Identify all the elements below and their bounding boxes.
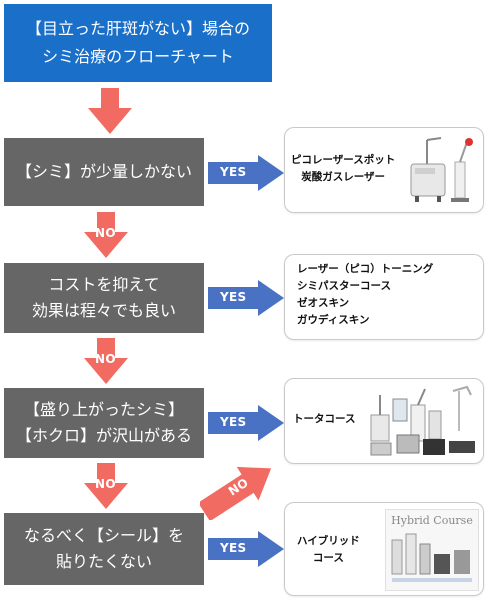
hybrid-course-brochure-image: Hybrid Course bbox=[385, 509, 479, 591]
yes-label-3: YES bbox=[220, 415, 247, 429]
machines-group-image bbox=[370, 385, 475, 456]
title-line-1: 【目立った肝斑がない】場合の bbox=[25, 19, 250, 38]
question-1-line-1: 【シミ】が少量しかない bbox=[15, 162, 192, 181]
question-2-line-2: 効果は程々でも良い bbox=[31, 301, 176, 320]
result-3-line-1: トータコース bbox=[293, 413, 356, 425]
question-2-line-1: コストを抑えて bbox=[48, 275, 160, 294]
question-box-1: 【シミ】が少量しかない bbox=[4, 138, 204, 206]
no-label-3: NO bbox=[95, 477, 116, 491]
yes-label-4: YES bbox=[220, 541, 247, 555]
question-4-line-1: なるべく【シール】を bbox=[23, 526, 184, 545]
flowchart-title: 【目立った肝斑がない】場合の シミ治療のフローチャート bbox=[4, 4, 272, 82]
no-label-2: NO bbox=[95, 352, 116, 366]
question-4-line-2: 貼りたくない bbox=[55, 552, 152, 571]
result-card-1: ピコレーザースポット 炭酸ガスレーザー bbox=[284, 127, 484, 213]
question-box-3: 【盛り上がったシミ】 【ホクロ】が沢山がある bbox=[4, 388, 204, 458]
result-1-line-1: ピコレーザースポット bbox=[291, 154, 396, 166]
title-line-2: シミ治療のフローチャート bbox=[42, 47, 234, 66]
result-card-2: レーザー（ピコ）トーニング シミパスターコース ゼオスキン ガウディスキン bbox=[284, 254, 484, 340]
yes-arrow-3 bbox=[208, 405, 284, 441]
no-arrow-3 bbox=[84, 463, 128, 509]
result-2-line-1: レーザー（ピコ）トーニング bbox=[297, 263, 434, 275]
yes-arrow-4 bbox=[208, 531, 284, 567]
no-arrow-2 bbox=[84, 338, 128, 384]
result-2-line-3: ゼオスキン bbox=[297, 297, 350, 309]
no-arrow-diagonal bbox=[200, 466, 272, 520]
yes-arrow-2 bbox=[208, 280, 284, 316]
no-arrow-1 bbox=[84, 212, 128, 258]
result-1-line-2: 炭酸ガスレーザー bbox=[301, 171, 386, 183]
result-2-line-2: シミパスターコース bbox=[297, 280, 391, 292]
result-4-line-1: ハイブリッド bbox=[297, 535, 360, 547]
question-3-line-2: 【ホクロ】が沢山がある bbox=[15, 426, 192, 445]
laser-machine-image bbox=[410, 137, 473, 202]
result-card-4: ハイブリッド コース Hybrid Course bbox=[284, 502, 484, 596]
result-4-line-2: コース bbox=[312, 552, 344, 564]
question-3-line-1: 【盛り上がったシミ】 bbox=[23, 400, 184, 419]
result-card-3: トータコース bbox=[284, 378, 484, 464]
yes-label-1: YES bbox=[220, 165, 247, 179]
question-box-2: コストを抑えて 効果は程々でも良い bbox=[4, 263, 204, 333]
result-2-line-4: ガウディスキン bbox=[297, 314, 370, 326]
brochure-title: Hybrid Course bbox=[391, 514, 473, 527]
question-box-4: なるべく【シール】を 貼りたくない bbox=[4, 513, 204, 585]
yes-label-2: YES bbox=[220, 290, 247, 304]
down-arrow bbox=[88, 88, 132, 134]
no-label-1: NO bbox=[95, 226, 116, 240]
yes-arrow-1 bbox=[208, 155, 284, 191]
